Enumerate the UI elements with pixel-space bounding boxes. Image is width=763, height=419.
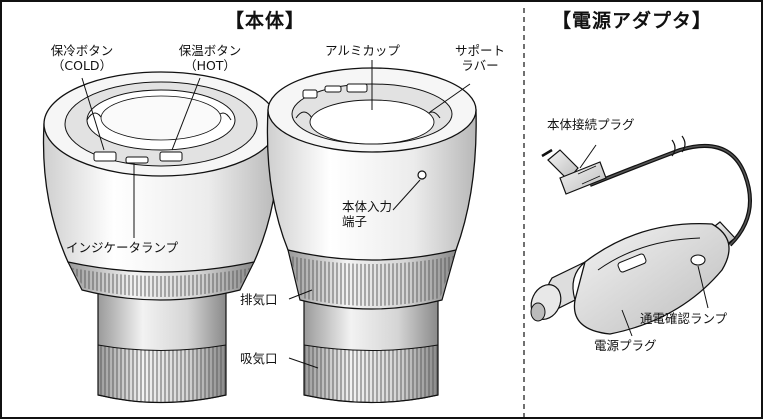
power-lamp-label: 通電確認ランプ bbox=[640, 311, 728, 326]
support-rubber-label: サポート ラバー bbox=[440, 43, 520, 73]
adapter-section-title: 【電源アダプタ】 bbox=[552, 10, 713, 32]
power-lamp-icon bbox=[690, 254, 706, 266]
body-section-title: 【本体】 bbox=[225, 10, 306, 32]
adapter-drawing bbox=[530, 135, 752, 335]
cold-button-label: 保冷ボタン （COLD） bbox=[22, 43, 142, 73]
cup-right bbox=[266, 67, 477, 404]
body-plug-label: 本体接続プラグ bbox=[547, 117, 635, 132]
cold-button-label-line1: 保冷ボタン bbox=[50, 43, 114, 58]
exhaust-label: 排気口 bbox=[240, 292, 278, 307]
hot-button-label-line1: 保温ボタン bbox=[178, 43, 242, 58]
aluminum-cup-label: アルミカップ bbox=[325, 43, 400, 58]
leader-lines bbox=[81, 60, 709, 369]
power-plug-label: 電源プラグ bbox=[594, 338, 657, 353]
intake-label: 吸気口 bbox=[240, 351, 278, 366]
hot-button-label: 保温ボタン （HOT） bbox=[150, 43, 270, 73]
power-input-label: 本体入力 端子 bbox=[342, 199, 392, 229]
hot-button-label-line2: （HOT） bbox=[184, 58, 236, 73]
power-input-label-line1: 本体入力 bbox=[342, 199, 393, 214]
cold-button-label-line2: （COLD） bbox=[51, 58, 113, 73]
power-input-label-line2: 端子 bbox=[342, 214, 368, 229]
cup-left bbox=[42, 71, 280, 404]
support-rubber-label-line1: サポート bbox=[454, 43, 505, 58]
input-port-icon bbox=[417, 170, 427, 180]
indicator-lamp-label: インジケータランプ bbox=[66, 240, 179, 255]
support-rubber-label-line2: ラバー bbox=[461, 58, 499, 73]
